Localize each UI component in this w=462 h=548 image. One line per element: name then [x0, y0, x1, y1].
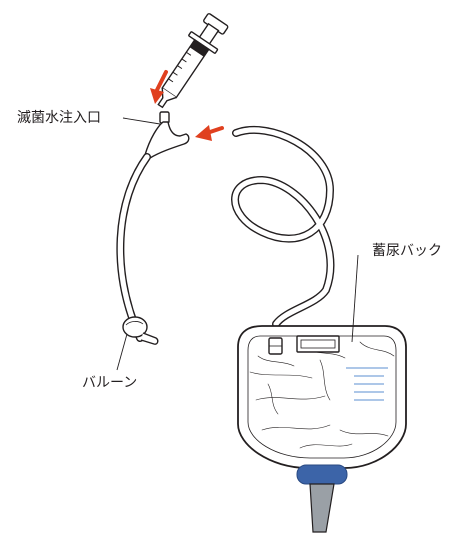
label-balloon: バルーン	[82, 375, 137, 391]
balloon	[122, 316, 148, 338]
arrow-down-icon	[150, 70, 168, 104]
drainage-tube	[231, 125, 335, 328]
leader-line-injection-port	[122, 117, 161, 125]
arrow-left-icon	[195, 125, 224, 141]
urine-bag	[237, 325, 407, 533]
label-injection-port: 滅菌水注入口	[17, 110, 101, 126]
syringe-stopper	[189, 39, 209, 57]
catheter-y-junction	[144, 121, 190, 159]
bag-label-window	[296, 335, 340, 353]
leader-line-balloon	[116, 333, 128, 371]
syringe	[157, 13, 229, 109]
leader-line-urine-bag	[351, 254, 359, 343]
label-urine-bag: 蓄尿バック	[372, 243, 442, 259]
bag-outlet-connector	[296, 464, 348, 485]
catheter	[116, 111, 190, 345]
bag-outlet-tube	[309, 483, 335, 533]
bag-scale	[346, 367, 388, 401]
bag-inner-edge	[247, 335, 397, 459]
catheter-tip	[140, 332, 159, 345]
